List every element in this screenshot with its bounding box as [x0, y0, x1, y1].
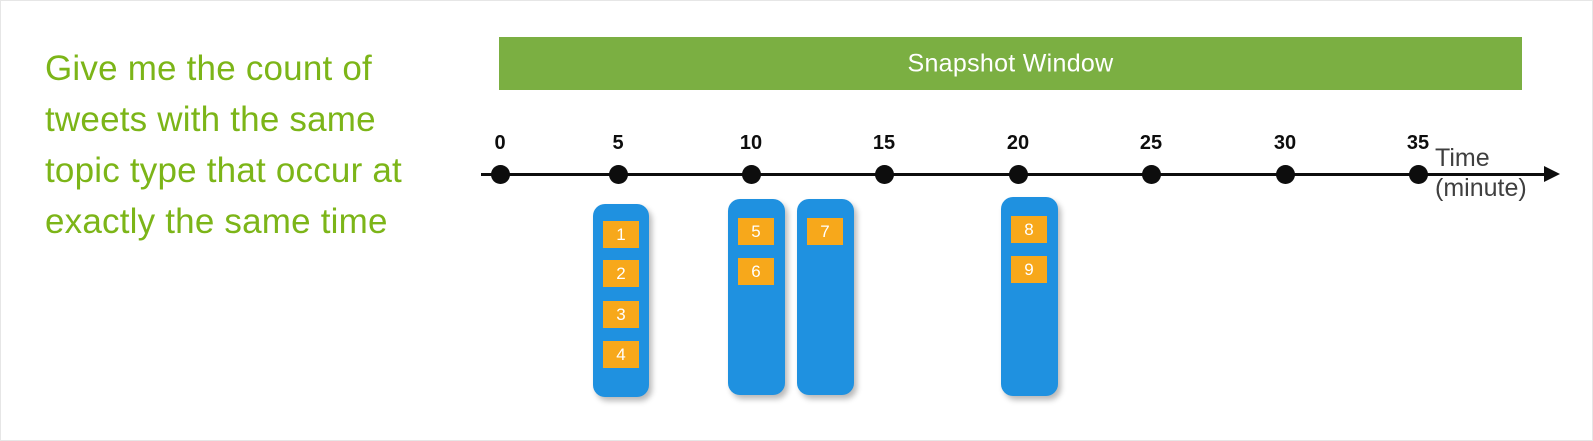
axis-tick-label-10: 10	[739, 132, 763, 154]
axis-tick-dot-10	[742, 165, 761, 184]
tweet-group-column[interactable]: 7	[797, 199, 854, 395]
tweet-tile[interactable]: 7	[807, 218, 843, 245]
tweet-group-column[interactable]: 1 2 3 4	[593, 204, 649, 397]
axis-arrow-head	[1544, 166, 1560, 182]
axis-tick-dot-5	[609, 165, 628, 184]
axis-tick-dot-15	[875, 165, 894, 184]
tweet-tile[interactable]: 5	[738, 218, 774, 245]
tweet-tile[interactable]: 6	[738, 258, 774, 285]
axis-tick-dot-0	[491, 165, 510, 184]
tweet-tile[interactable]: 8	[1011, 216, 1047, 243]
axis-tick-label-20: 20	[1006, 132, 1030, 154]
axis-tick-dot-30	[1276, 165, 1295, 184]
axis-tick-label-35: 35	[1406, 132, 1430, 154]
snapshot-window-label: Snapshot Window	[907, 49, 1114, 77]
axis-title-main: Time	[1435, 144, 1490, 172]
axis-tick-label-15: 15	[872, 132, 896, 154]
tweet-tile[interactable]: 1	[603, 221, 639, 248]
tweet-tile[interactable]: 3	[603, 301, 639, 328]
axis-tick-label-0: 0	[494, 132, 506, 154]
axis-line	[481, 173, 1549, 176]
prompt-question-text: Give me the count of tweets with the sam…	[45, 49, 412, 241]
axis-tick-dot-35	[1409, 165, 1428, 184]
tweet-tile[interactable]: 4	[603, 341, 639, 368]
snapshot-window-banner: Snapshot Window	[499, 37, 1522, 90]
axis-tick-label-5: 5	[612, 132, 624, 154]
axis-tick-dot-25	[1142, 165, 1161, 184]
axis-title-unit: (minute)	[1435, 174, 1527, 202]
axis-tick-label-25: 25	[1139, 132, 1163, 154]
axis-tick-label-30: 30	[1273, 132, 1297, 154]
axis-title: Time (minute)	[1435, 143, 1527, 203]
tweet-tile[interactable]: 9	[1011, 256, 1047, 283]
tweet-tile[interactable]: 2	[603, 260, 639, 287]
axis-tick-dot-20	[1009, 165, 1028, 184]
